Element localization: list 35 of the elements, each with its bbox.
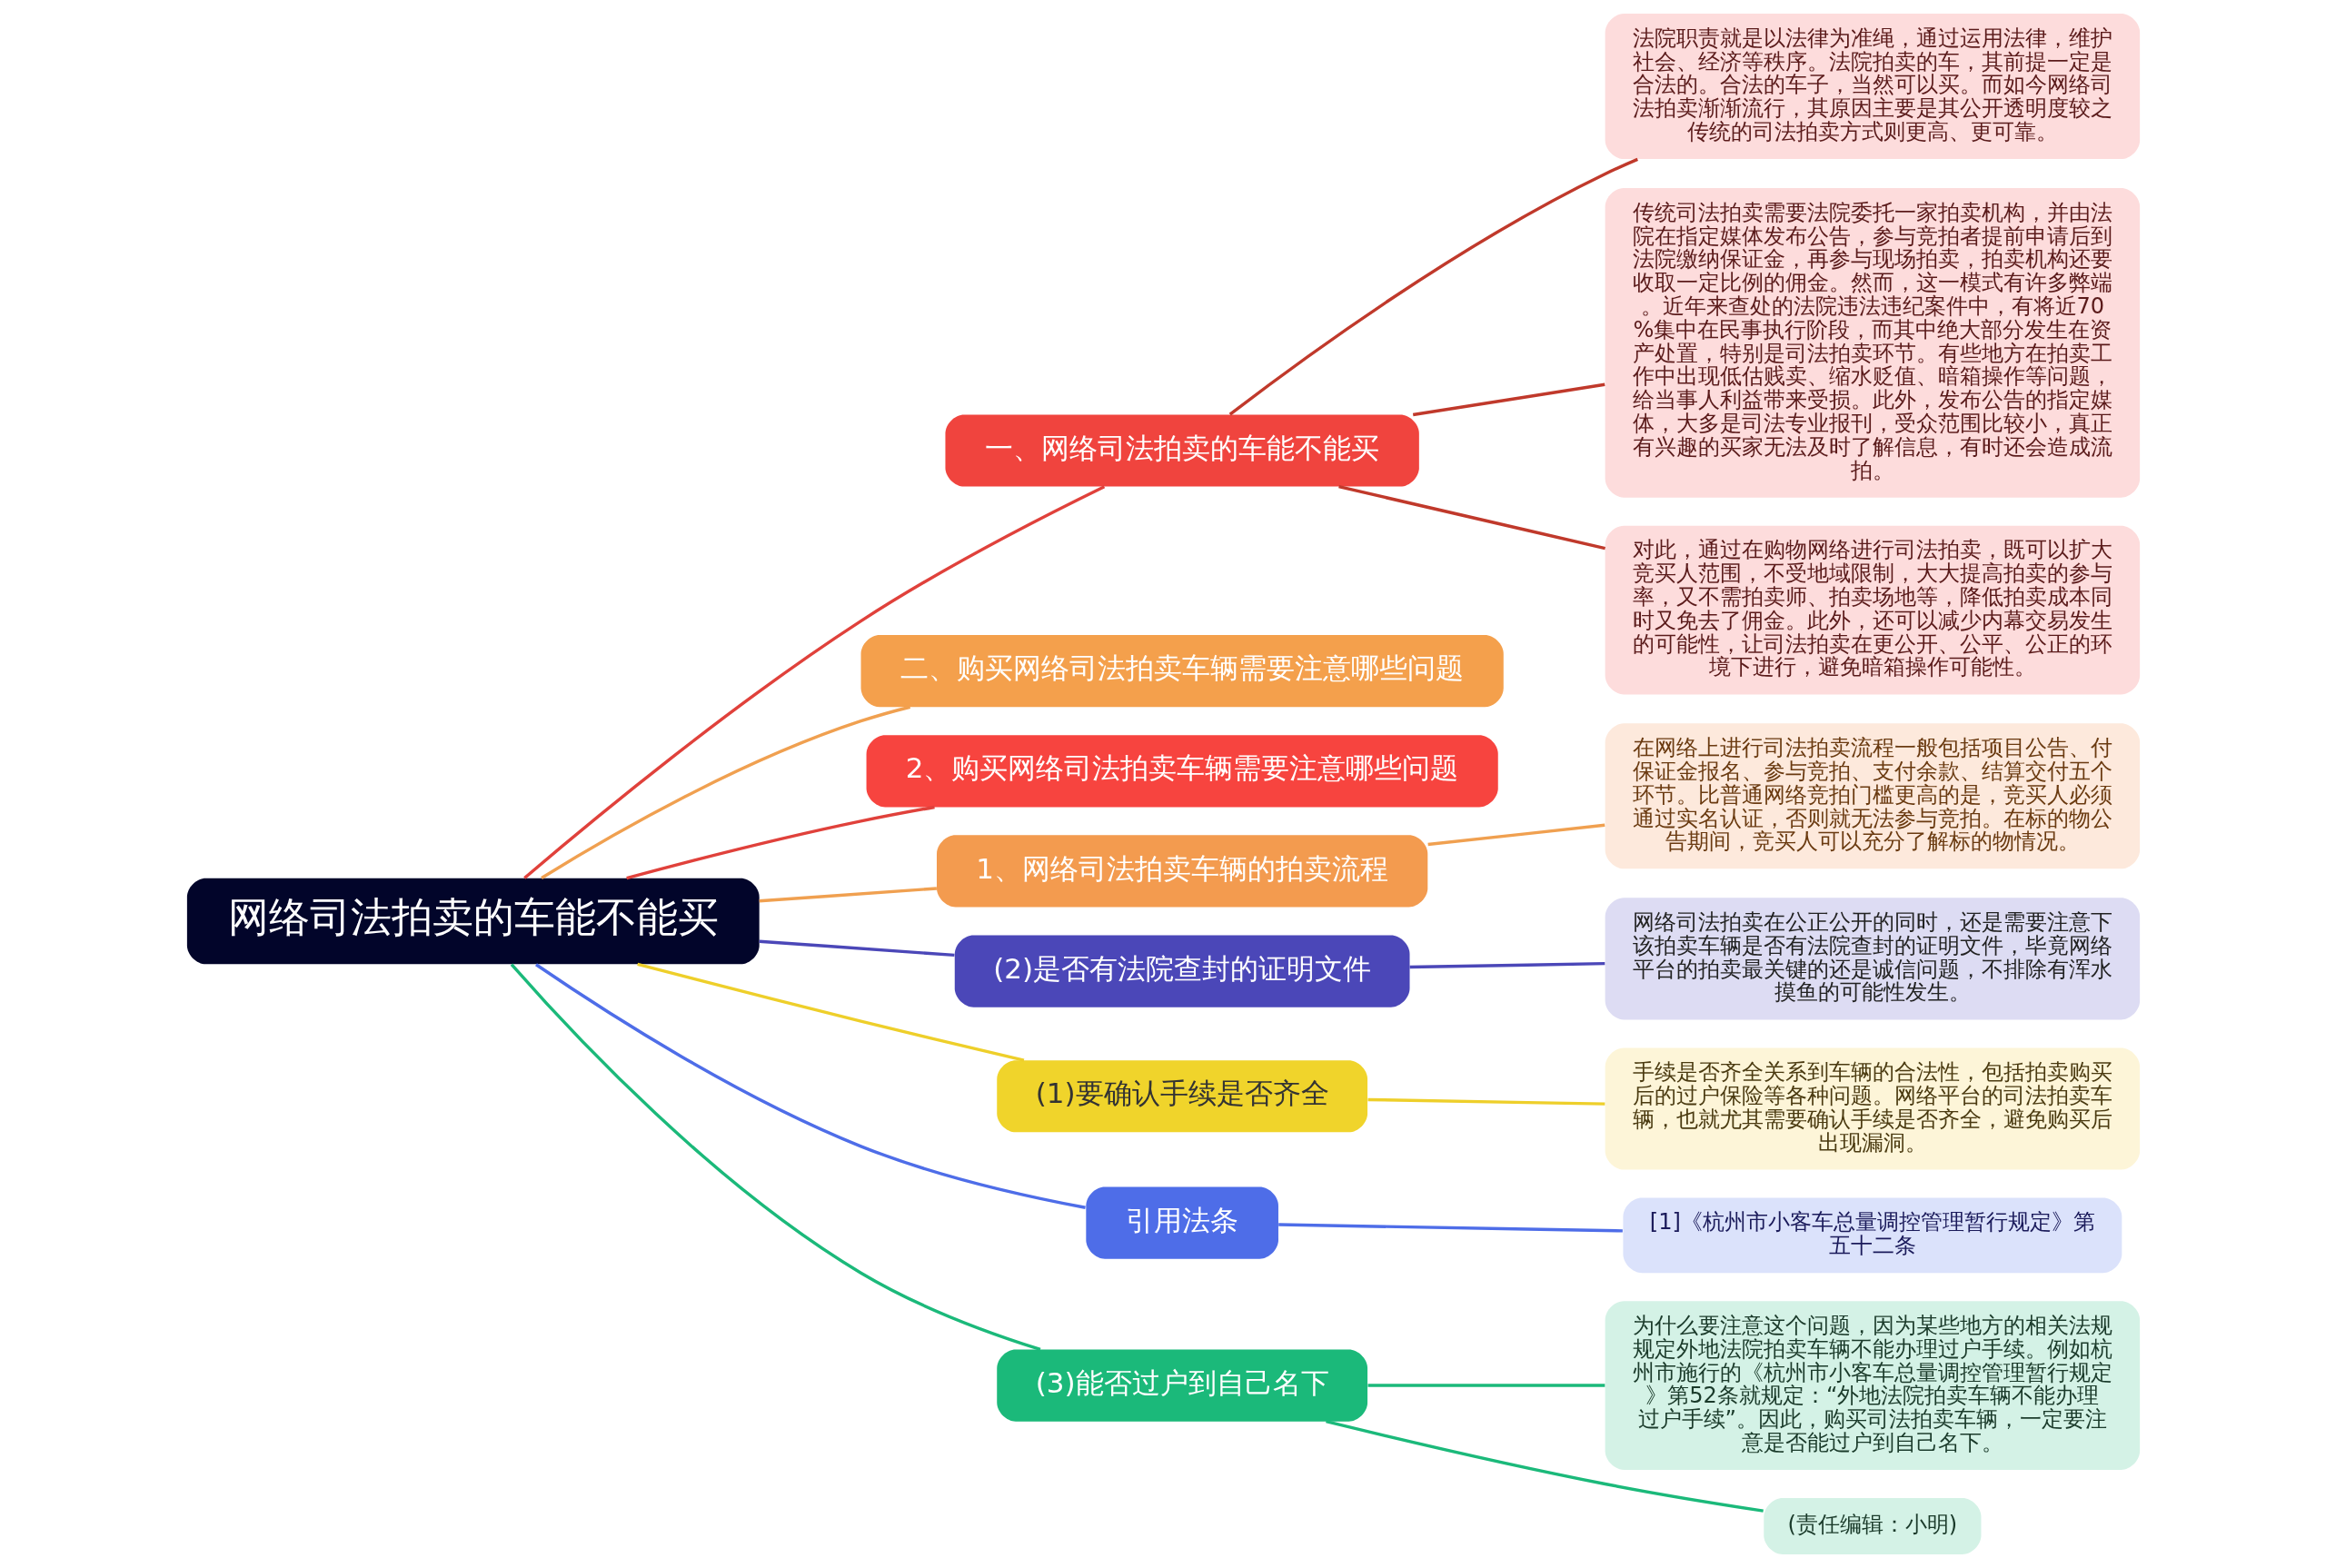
node-box: (责任编辑：小明) xyxy=(1763,1497,1981,1554)
connector xyxy=(625,805,935,880)
connector xyxy=(522,485,1105,879)
node-box: 法院职责就是以法律为准绳，通过运用法律，维护社会、经济等秩序。法院拍卖的车，其前提一定是合法的。合法的车子，当然可以买。而如今网络司法拍卖渐渐流行，其原因主要是其公开透明度较之传统的司法拍卖方式则更高、更可靠。 xyxy=(1605,14,2140,160)
node-box: 在网络上进行司法拍卖流程一般包括项目公告、付保证金报名、参与竞拍、支付余款、结算交付五个环节。比普通网络竞拍门槛更高的是，竞买人必须通过实名认证，否则就无法参与竞拍。在标的物公告期间，竞买人可以充分了解标的物情况。 xyxy=(1605,723,2140,869)
node-box: 2、购买网络司法拍卖车辆需要注意哪些问题 xyxy=(866,735,1498,808)
node-box: (2)是否有法院查封的证明文件 xyxy=(954,935,1409,1007)
connector xyxy=(1228,157,1638,416)
node-box: (1)要确认手续是否齐全 xyxy=(996,1060,1367,1133)
node-box: 一、网络司法拍卖的车能不能买 xyxy=(944,414,1419,487)
connector xyxy=(759,939,955,958)
connector xyxy=(1409,961,1605,969)
connector xyxy=(534,963,1086,1209)
node-box: 网络司法拍卖在公正公开的同时，还是需要注意下该拍卖车辆是否有法院查封的证明文件，毕竟网络平台的拍卖最关键的还是诚信问题，不排除有浑水摸鱼的可能性发生。 xyxy=(1605,898,2140,1020)
connector xyxy=(1325,1419,1764,1513)
connector xyxy=(1426,823,1605,847)
node-box: 引用法条 xyxy=(1085,1186,1278,1259)
node-box: 1、网络司法拍卖车辆的拍卖流程 xyxy=(936,835,1427,908)
connector xyxy=(1367,1097,1605,1106)
node-box: 对此，通过在购物网络进行司法拍卖，既可以扩大竞买人范围，不受地域限制，大大提高拍卖的参与率，又不需拍卖师、拍卖场地等，降低拍卖成本同时又免去了佣金。此外，还可以减少内幕交易发生的可能性，让司法拍卖在更公开、公平、公正的环境下进行，避免暗箱操作可能性。 xyxy=(1605,525,2140,695)
connector xyxy=(510,963,1040,1351)
connector xyxy=(1337,485,1605,551)
node-box: 传统司法拍卖需要法院委托一家拍卖机构，并由法院在指定媒体发布公告，参与竞拍者提前申请后到法院缴纳保证金，再参与现场拍卖，拍卖机构还要收取一定比例的佣金。然而，这一模式有许多弊端。近年来查处的法院违法违纪案件中，有将近70%集中在民事执行阶段，而其中绝大部分发生在资产处置，特别是司法拍卖环节。有些地方在拍卖工作中出现低估贱卖、缩水贬值、暗箱操作等问题，给当事人利益带来受损。此外，发布公告的指定媒体，大多是司法专业报刊，受众范围比较小，真正有兴趣的买家无法及时了解信息，有时还会造成流拍。 xyxy=(1605,187,2140,498)
connector xyxy=(1277,1223,1623,1233)
node-box: 二、购买网络司法拍卖车辆需要注意哪些问题 xyxy=(860,635,1504,708)
node-box: 为什么要注意这个问题，因为某些地方的相关法规规定外地法院拍卖车辆不能办理过户手续。例如杭州市施行的《杭州市小客车总量调控管理暂行规定》第52条就规定：“外地法院拍卖车辆不能办理过户手续”。因此，购买司法拍卖车辆，一定要注意是否能过户到自己名下。 xyxy=(1605,1301,2140,1470)
node-box: (3)能否过户到自己名下 xyxy=(996,1349,1367,1422)
connector xyxy=(636,962,1024,1062)
node-box: 手续是否齐全关系到车辆的合法性，包括拍卖购买后的过户保险等各种问题。网络平台的司法拍卖车辆，也就尤其需要确认手续是否齐全，避免购买后出现漏洞。 xyxy=(1605,1047,2140,1170)
connector xyxy=(759,887,937,903)
connector xyxy=(1367,1384,1605,1387)
node-box: [1]《杭州市小客车总量调控管理暂行规定》第五十二条 xyxy=(1622,1197,2122,1274)
node-box: 网络司法拍卖的车能不能买 xyxy=(186,878,760,965)
connector xyxy=(1412,382,1605,417)
connector xyxy=(540,705,910,879)
